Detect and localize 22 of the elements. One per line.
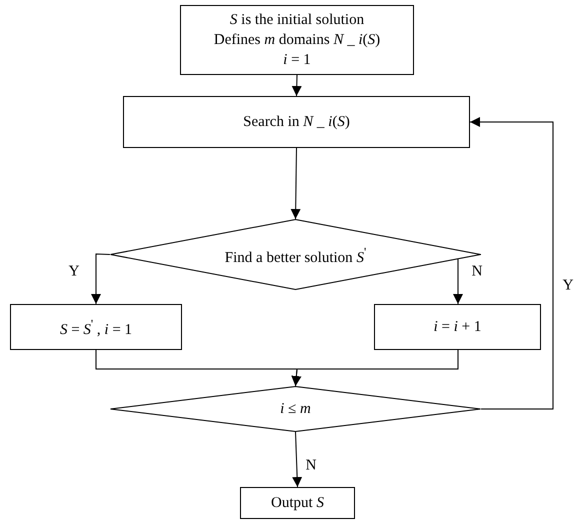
process-box — [240, 487, 355, 519]
node-text: Search in N _ i(S) — [243, 113, 350, 132]
node-text: S is the initial solution — [230, 11, 364, 30]
arrow — [290, 148, 301, 220]
process-box — [123, 96, 470, 148]
node-text: Find a better solution S$^{'}$ — [224, 244, 366, 268]
node-text: Defines m domains N _ i(S) — [214, 31, 380, 50]
process-box — [180, 5, 414, 75]
node-text: Output S — [271, 494, 324, 513]
arrow — [291, 350, 458, 386]
arrow — [292, 74, 302, 96]
arrow — [470, 117, 554, 410]
process-box — [374, 304, 541, 350]
node-text: i ≤ m — [280, 400, 311, 419]
arrow — [292, 432, 302, 488]
decision-diamond — [110, 386, 481, 432]
arrow — [91, 253, 110, 304]
node-text: i = i + 1 — [434, 318, 482, 337]
node-text: S = S$^{'}$ , i = 1 — [60, 316, 132, 340]
node-text: i = 1 — [283, 51, 311, 70]
process-box — [10, 304, 182, 350]
decision-diamond — [110, 219, 481, 290]
